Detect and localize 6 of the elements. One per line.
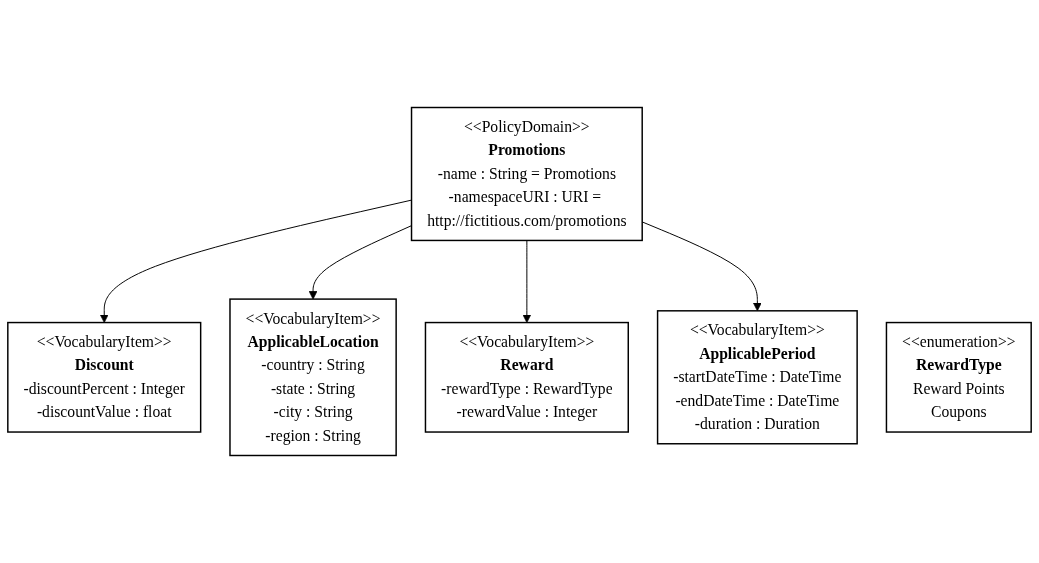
node-box: <<VocabularyItem>> Discount -discountPercent : Integer -discountValue : float: [7, 321, 202, 433]
node-box: <<VocabularyItem>> ApplicablePeriod -startDateTime : DateTime -endDateTime : DateTime -duration : Duration: [656, 310, 858, 445]
node-box: <<PolicyDomain>> Promotions -name : String = Promotions -namespaceURI : URI = http://fictitious.com/promotions: [410, 106, 643, 242]
node-box: <<enumeration>> RewardType Reward Points Coupons: [885, 321, 1032, 433]
node-box: <<VocabularyItem>> Reward -rewardType : RewardType -rewardValue : Integer: [424, 321, 629, 433]
node-box: <<VocabularyItem>> ApplicableLocation -country : String -state : String -city : String -region : String: [229, 298, 397, 457]
